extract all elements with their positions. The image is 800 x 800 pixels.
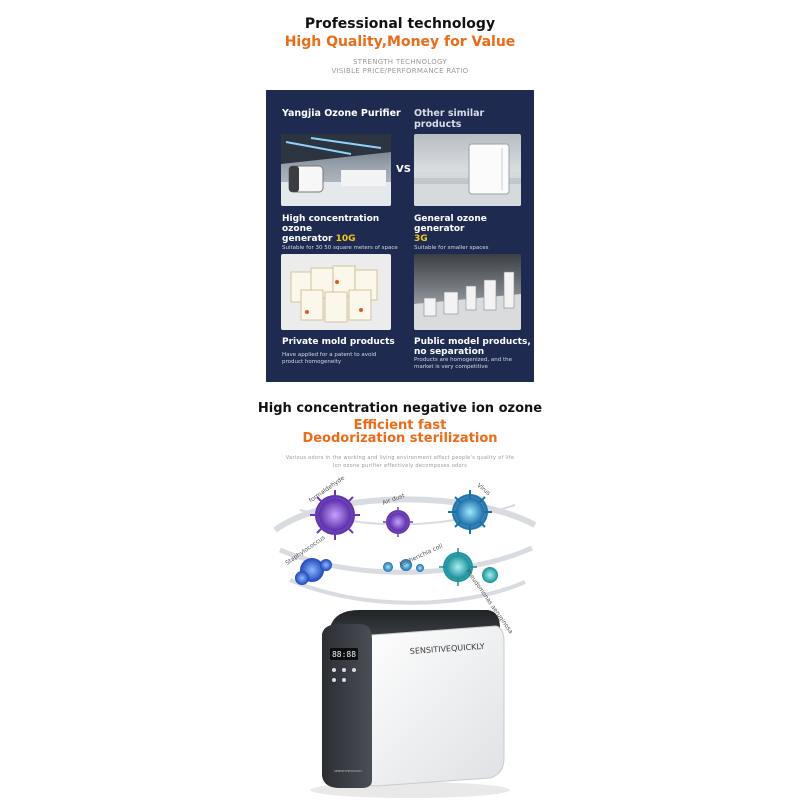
ozone-purifier-image: 88:88 SENSITIVEQUICKLY SENSITIVEQUICKLY	[310, 610, 510, 798]
card-2-title-line1: General ozone generator	[414, 214, 487, 234]
card-4-title-line1: Public model products,	[414, 337, 531, 347]
card-3-description-2: product homogeneity	[282, 359, 342, 365]
similar-product-photo	[414, 134, 521, 206]
card-4-title: Public model products, no separation	[414, 337, 532, 357]
virus-pseudomonas-icon	[439, 548, 498, 586]
page-subtitle: High Quality,Money for Value	[284, 34, 516, 50]
virus-illustration	[273, 490, 537, 605]
ion-title: High concentration negative ion ozone	[257, 401, 543, 416]
ion-description-1: Various odors in the working and living …	[285, 455, 515, 461]
card-3-title: Private mold products	[282, 337, 395, 347]
virus-staphylococcus-icon	[295, 558, 332, 585]
tag-line-1: STRENGTH TECHNOLOGY	[353, 58, 447, 66]
card-1-description: Suitable for 30 50 square meters of spac…	[282, 245, 398, 251]
tag-line-2: VISIBLE PRICE/PERFORMANCE RATIO	[331, 67, 469, 75]
card-1-title-line2: generator	[282, 234, 336, 244]
ion-description-2: Ion ozone purifier effectively decompose…	[332, 463, 468, 469]
ion-subtitle-2: Deodorization sterilization	[302, 431, 498, 446]
card-private-mold: Private mold products Have applied for a…	[282, 337, 408, 366]
public-model-photo	[414, 254, 521, 330]
virus-formaldehyde-icon	[310, 490, 360, 540]
right-heading: Other similar products	[414, 108, 485, 130]
comparison-panel: Yangjia Ozone Purifier Other similar pro…	[266, 90, 534, 382]
card-2-title: General ozone generator 3G	[414, 214, 532, 244]
card-3-description-1: Have applied for a patent to avoid	[282, 352, 377, 358]
ion-subtitle-1: Efficient fast	[353, 418, 447, 433]
page-title: Professional technology	[304, 16, 496, 32]
office-photo	[281, 134, 391, 206]
display-digits: 88:88	[332, 650, 356, 659]
left-heading: Yangjia Ozone Purifier	[282, 108, 401, 119]
virus-escherichia-icon	[383, 559, 424, 572]
virus-virus-icon	[448, 490, 492, 534]
card-public-model: Public model products, no separation Pro…	[414, 337, 532, 371]
card-high-concentration: High concentration ozone generator 10G S…	[282, 214, 408, 252]
card-1-highlight: 10G	[335, 234, 356, 244]
card-4-description-2: market is very competitive	[414, 364, 488, 370]
svg-text:SENSITIVEQUICKLY: SENSITIVEQUICKLY	[334, 769, 362, 773]
card-2-highlight: 3G	[414, 234, 428, 244]
card-4-title-line2: no separation	[414, 347, 485, 357]
card-1-title-line1: High concentration ozone	[282, 214, 380, 234]
card-2-description: Suitable for smaller spaces	[414, 245, 489, 251]
card-4-description-1: Products are homogenized, and the	[414, 357, 512, 363]
card-general: General ozone generator 3G Suitable for …	[414, 214, 532, 252]
virus-air-dust-icon	[383, 507, 413, 537]
vs-label: VS	[396, 164, 411, 175]
card-1-title: High concentration ozone generator 10G	[282, 214, 408, 244]
patent-certificates-photo	[281, 254, 391, 330]
